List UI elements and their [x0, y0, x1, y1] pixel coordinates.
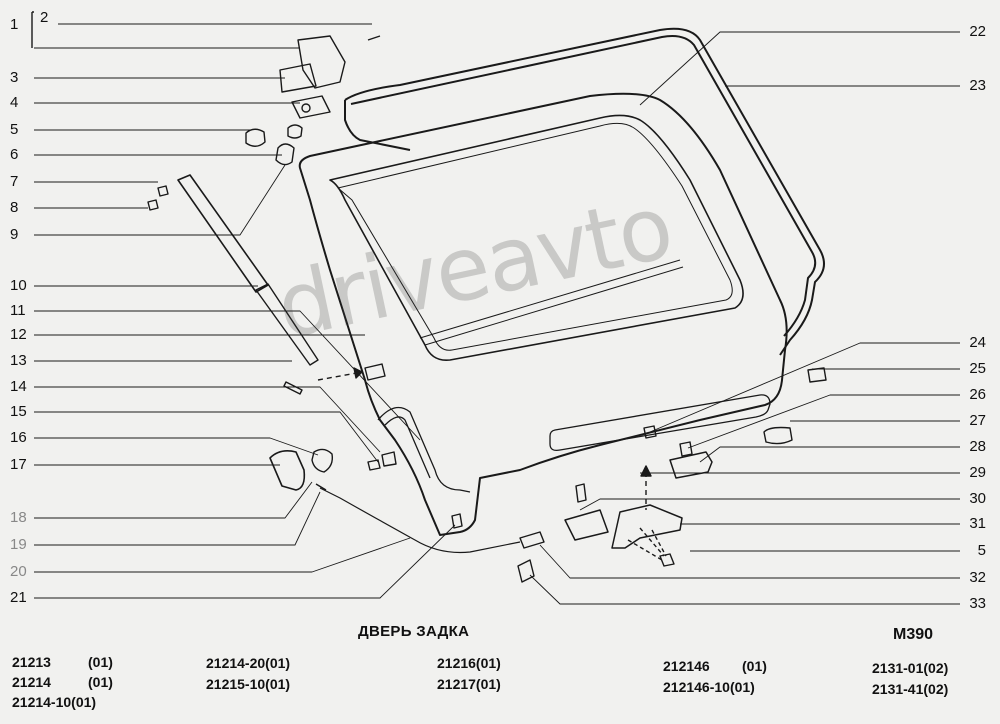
clip — [451, 513, 463, 529]
diagram-caption: ДВЕРЬ ЗАДКА — [358, 623, 470, 640]
model-number: 21214-20(01) — [206, 655, 291, 671]
clip — [679, 441, 693, 457]
callout-label: 16 — [10, 429, 27, 446]
clip — [517, 559, 535, 583]
callout-label: 25 — [969, 360, 986, 377]
model-number: 21215-10(01) — [206, 676, 291, 692]
lock-striker — [611, 504, 683, 549]
callout-label: 8 — [10, 199, 19, 216]
screw — [147, 185, 169, 211]
callout-label: 33 — [969, 595, 986, 612]
rear-window-opening — [329, 114, 744, 362]
leader-lines-right — [529, 31, 960, 605]
gas-strut — [177, 174, 269, 293]
callout-label: 31 — [969, 515, 986, 532]
callout-label: 27 — [969, 412, 986, 429]
callout-label: 9 — [10, 226, 19, 243]
bumper-pad — [763, 426, 793, 445]
callout-label: 5 — [10, 121, 19, 138]
strut-bracket — [364, 363, 386, 381]
callout-label: 3 — [10, 69, 19, 86]
model-number: 2131-01(02) — [872, 660, 949, 676]
cable-end — [519, 531, 545, 549]
callout-label: 7 — [10, 173, 19, 190]
callout-label: 11 — [10, 302, 26, 319]
fastener — [367, 451, 397, 471]
plate-recess — [549, 394, 771, 452]
callout-bracket — [31, 11, 34, 48]
callout-label: 12 — [10, 326, 27, 343]
callout-label: 18 — [10, 509, 27, 526]
plug — [807, 367, 827, 383]
model-number: 212146 — [663, 658, 710, 674]
window-rail — [419, 259, 684, 346]
callout-label: 24 — [969, 334, 986, 351]
bushing — [275, 143, 295, 166]
handle-lever — [269, 450, 306, 491]
model-suffix: (01) — [88, 654, 113, 670]
model-number: 21214 — [12, 674, 51, 690]
lock-cylinder — [311, 448, 334, 473]
model-number: 21216(01) — [437, 655, 501, 671]
model-number: 21214-10(01) — [12, 694, 97, 710]
callout-label: 23 — [969, 77, 986, 94]
model-number: 2131-41(02) — [872, 681, 949, 697]
callout-label: 19 — [10, 536, 27, 553]
callout-label: 2 — [40, 9, 49, 26]
callout-label: 26 — [969, 386, 986, 403]
model-suffix: (01) — [742, 658, 767, 674]
model-number: 21213 — [12, 654, 51, 670]
nut — [245, 128, 266, 147]
lock-latch — [564, 509, 609, 541]
callout-label: 13 — [10, 352, 27, 369]
callout-label: 15 — [10, 403, 27, 420]
callout-label: 5 — [977, 542, 986, 559]
nut — [287, 124, 303, 139]
callout-label: 29 — [969, 464, 986, 481]
callout-label: 17 — [10, 456, 27, 473]
callout-label: 14 — [10, 378, 27, 395]
callout-label: 21 — [10, 589, 27, 606]
bolt — [283, 381, 303, 395]
door-seal — [344, 27, 825, 356]
release-cable — [319, 487, 521, 554]
callout-label: 22 — [969, 23, 986, 40]
nut — [659, 553, 675, 567]
model-number: 212146-10(01) — [663, 679, 755, 695]
callout-label: 4 — [10, 94, 19, 111]
callout-label: 20 — [10, 563, 27, 580]
door-panel — [298, 92, 788, 536]
bolt — [575, 483, 587, 503]
model-suffix: (01) — [88, 674, 113, 690]
callout-label: 28 — [969, 438, 986, 455]
leader-lines-left — [34, 23, 456, 599]
hinge — [279, 35, 346, 93]
nut — [643, 425, 657, 439]
callout-label: 1 — [10, 16, 19, 33]
diagram-code: М390 — [893, 626, 934, 643]
model-number: 21217(01) — [437, 676, 501, 692]
callout-label: 30 — [969, 490, 986, 507]
handle-bracket — [669, 451, 713, 479]
hinge-pad — [291, 95, 331, 119]
callout-label: 6 — [10, 146, 19, 163]
callout-label: 32 — [969, 569, 986, 586]
callout-label: 10 — [10, 277, 27, 294]
